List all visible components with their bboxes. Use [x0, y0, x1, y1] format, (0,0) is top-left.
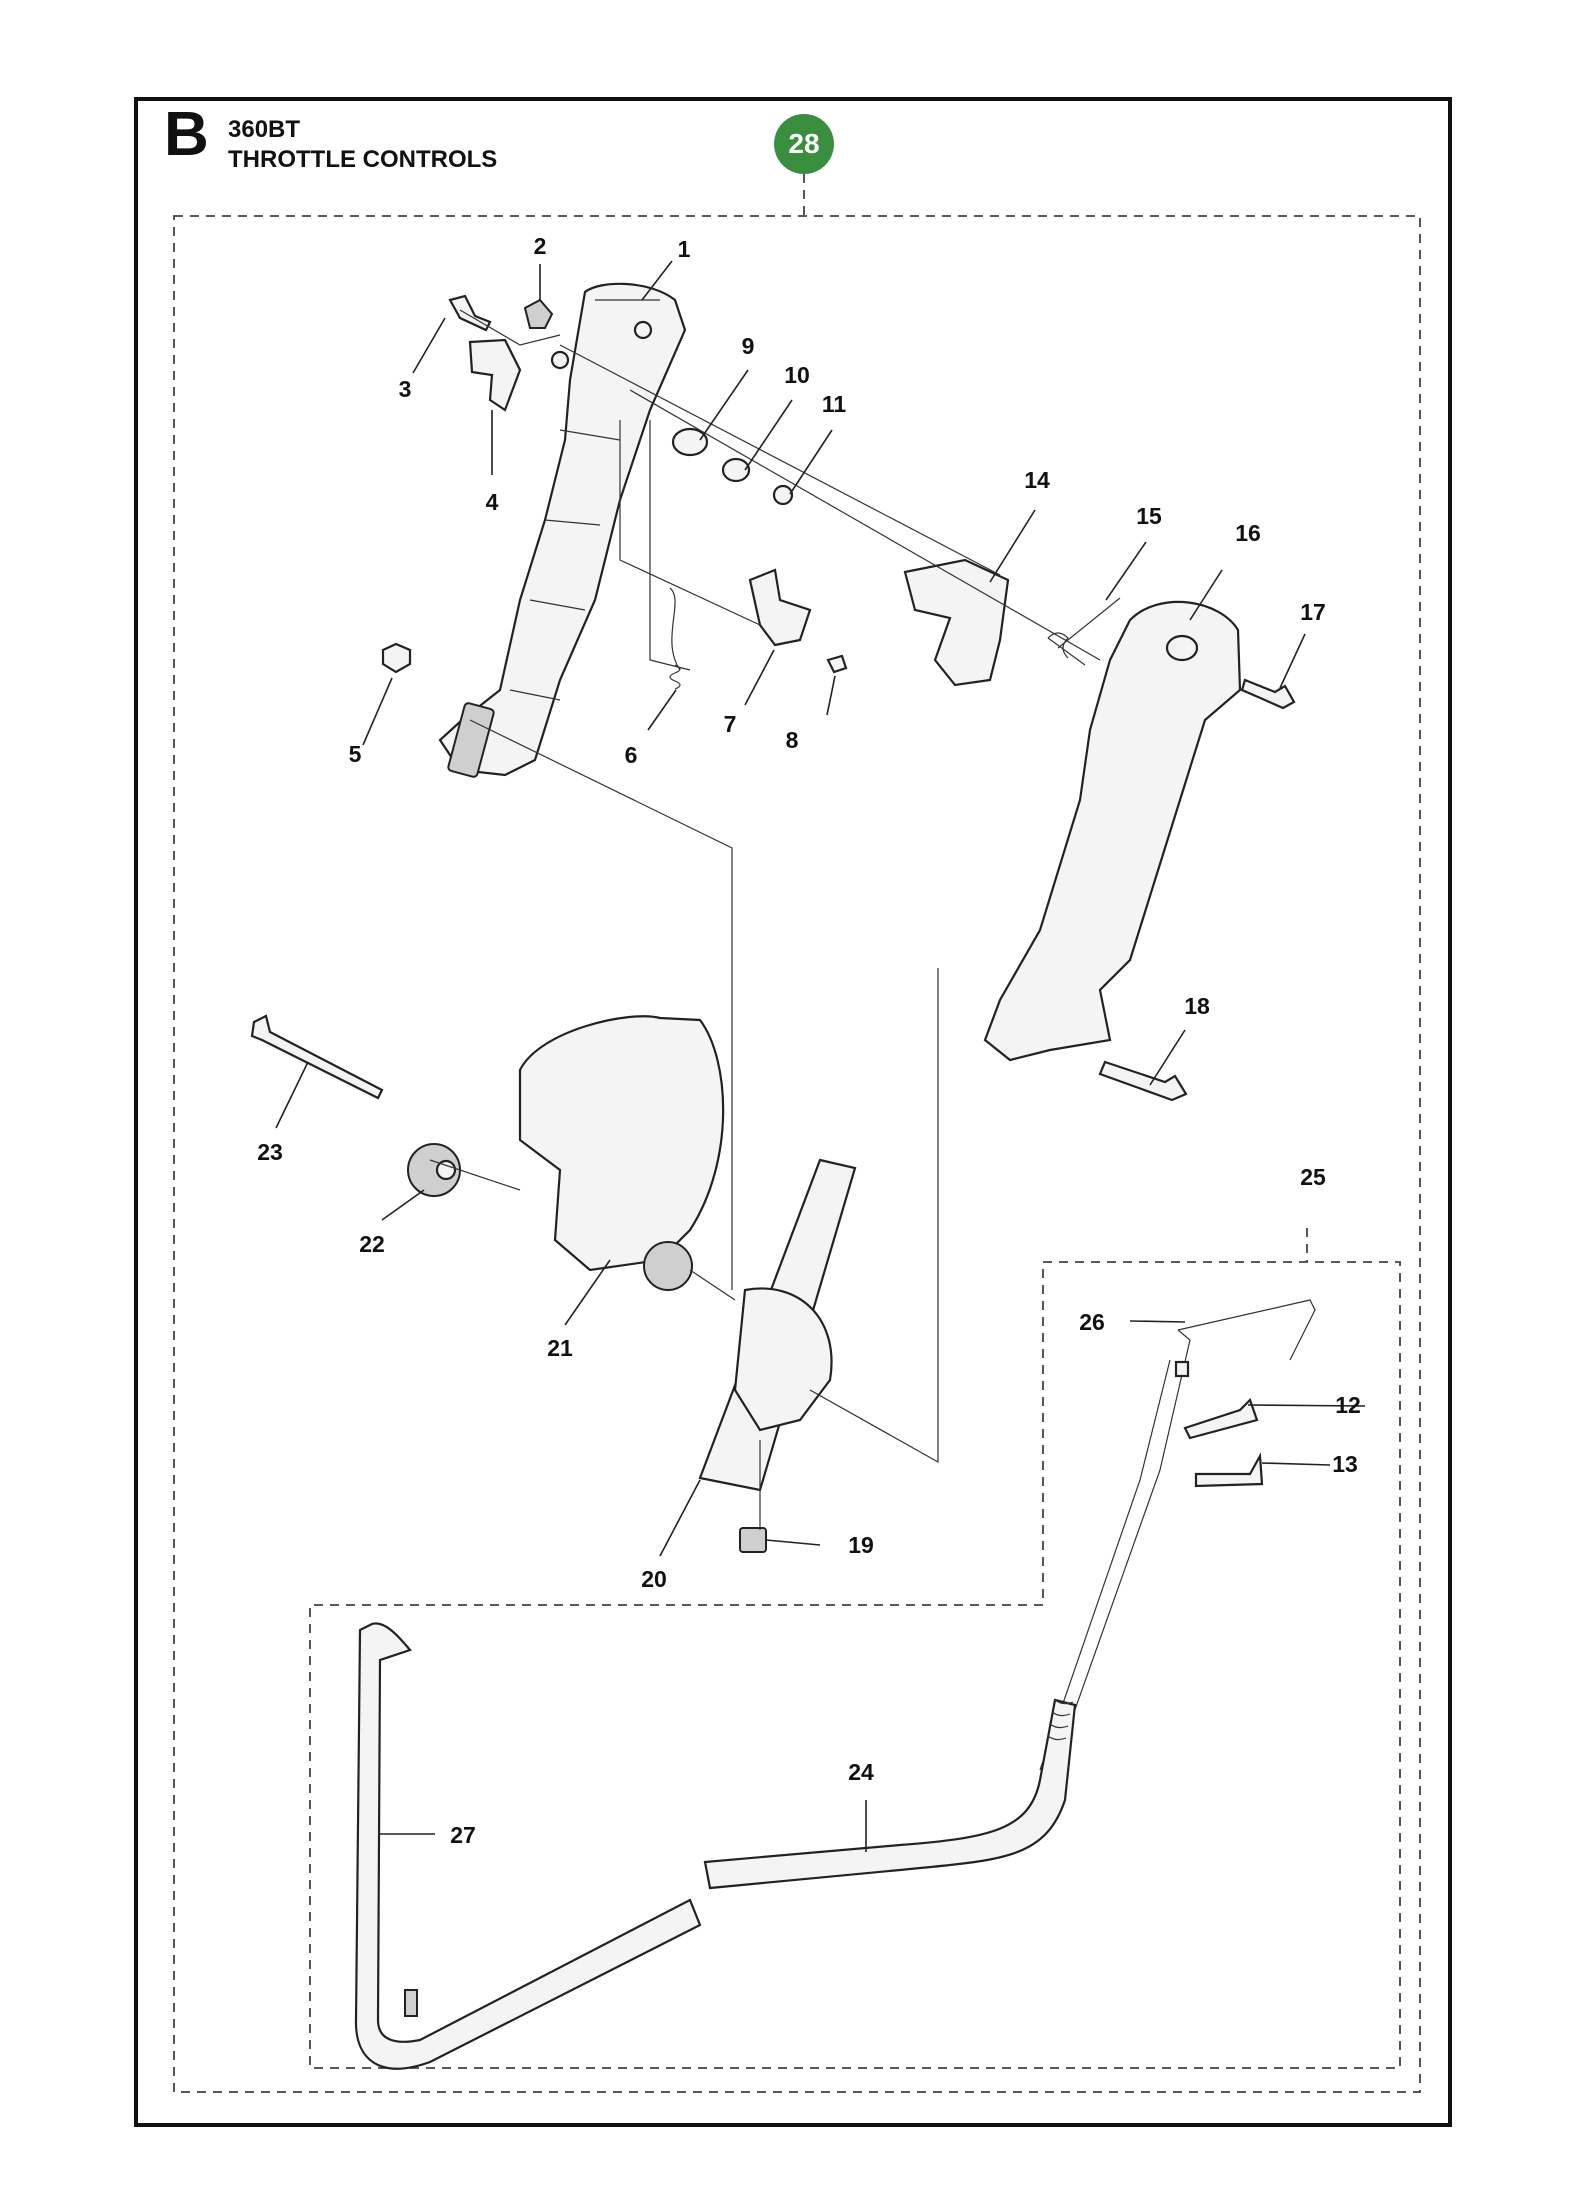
- main-group-boundary: [173, 174, 1421, 2093]
- leader-lines: [275, 260, 1366, 1852]
- part-6-spring: [669, 587, 681, 690]
- part-11-circlip: [772, 484, 794, 506]
- callout-1: 1: [678, 236, 691, 262]
- callout-13: 13: [1332, 1451, 1358, 1477]
- callout-14: 14: [1024, 467, 1050, 493]
- part-26-connector: [1174, 1360, 1190, 1378]
- cable-group-boundary: [309, 1228, 1401, 2069]
- section-letter: B: [164, 100, 209, 169]
- part-4-clip: [468, 338, 522, 412]
- part-27-connector: [404, 1989, 418, 2017]
- callout-16: 16: [1235, 520, 1261, 546]
- part-18-screw: [1098, 1060, 1188, 1102]
- callout-6: 6: [625, 742, 638, 768]
- callout-22: 22: [359, 1231, 385, 1257]
- part-24-throttle-cable: [703, 1698, 1077, 1890]
- callout-4: 4: [486, 489, 499, 515]
- callout-23: 23: [257, 1139, 283, 1165]
- callout-2: 2: [534, 233, 547, 259]
- part-8-screw: [826, 654, 848, 674]
- page-frame: [134, 97, 1452, 2127]
- part-20-clamp: [733, 1287, 833, 1432]
- callout-15: 15: [1136, 503, 1162, 529]
- part-12-terminal: [1183, 1397, 1259, 1440]
- assembly-lines: [429, 309, 1101, 1530]
- part-3-screw: [448, 294, 492, 332]
- model-name: 360BT: [228, 116, 301, 143]
- callout-27: 27: [450, 1822, 476, 1848]
- part-10-washer: [721, 457, 751, 483]
- part-14-throttle-trigger: [903, 558, 1010, 687]
- callout-24: 24: [848, 1759, 874, 1785]
- part-17-screw: [1240, 678, 1296, 710]
- handle-hole: [1165, 634, 1199, 662]
- callout-8: 8: [786, 727, 799, 753]
- part-19-nut: [739, 1527, 767, 1553]
- callout-19: 19: [848, 1532, 874, 1558]
- part-13-terminal: [1194, 1452, 1264, 1488]
- callout-9: 9: [742, 333, 755, 359]
- part-5-nut: [381, 642, 412, 674]
- callout-20: 20: [641, 1566, 667, 1592]
- handle-half-part: [438, 282, 687, 778]
- part-26-switch-wire: [1039, 1299, 1316, 1781]
- callout-17: 17: [1300, 599, 1326, 625]
- callout-labels: 1 2 3 4 5 6 7 8 9 10 11 12 13 14 15 16 1…: [257, 233, 1361, 1848]
- callout-18: 18: [1184, 993, 1210, 1019]
- part-9-washer: [671, 427, 709, 457]
- part-15-spring: [1047, 597, 1121, 666]
- page-number-badge: 28: [774, 114, 834, 174]
- callout-26: 26: [1079, 1309, 1105, 1335]
- part-23-bolt: [250, 1014, 384, 1100]
- part-7: [748, 568, 812, 647]
- part-21-clamp-housing: [518, 1015, 725, 1272]
- callout-7: 7: [724, 711, 737, 737]
- callout-3: 3: [399, 376, 412, 402]
- part-27-cable: [354, 1622, 702, 2070]
- callout-12: 12: [1335, 1392, 1361, 1418]
- part-16-handle-half: [983, 600, 1242, 1062]
- part-2: [523, 298, 554, 329]
- part-21-knurled-gear: [643, 1241, 693, 1291]
- callout-11: 11: [822, 391, 847, 417]
- callout-5: 5: [349, 741, 362, 767]
- group-boundaries: [173, 174, 1421, 2093]
- callout-10: 10: [784, 362, 810, 388]
- callout-21: 21: [547, 1335, 573, 1361]
- diagram-title: THROTTLE CONTROLS: [228, 146, 498, 173]
- callout-25: 25: [1300, 1164, 1326, 1190]
